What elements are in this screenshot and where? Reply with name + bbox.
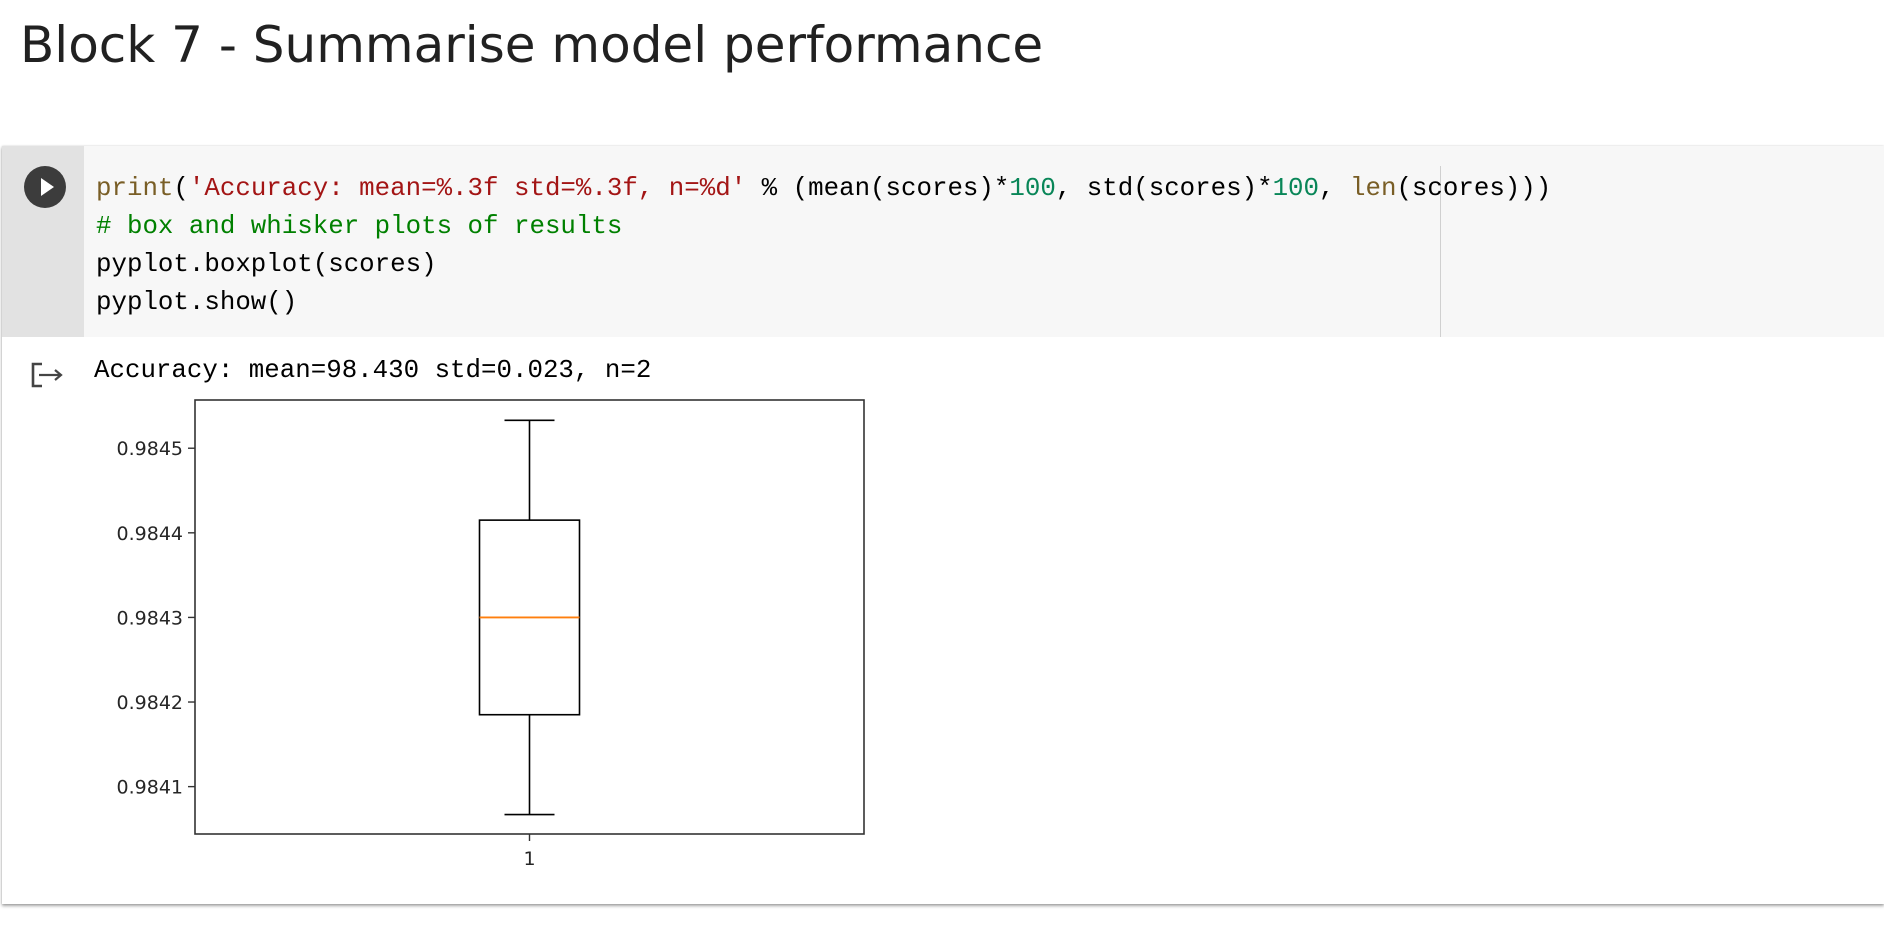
x-tick-label: 1 [523,848,535,870]
boxplot-chart: 0.9841 0.9842 0.9843 0.9844 0.9845 1 [117,399,865,870]
y-tick-label: 0.9844 [117,523,183,545]
code-token: , [1319,174,1350,203]
run-cell-button[interactable] [24,166,66,208]
code-line[interactable]: pyplot.boxplot(scores) [96,246,1551,284]
code-editor[interactable]: print('Accuracy: mean=%.3f std=%.3f, n=%… [84,146,1884,337]
code-text[interactable]: print('Accuracy: mean=%.3f std=%.3f, n=%… [96,170,1551,322]
cell-gutter [2,146,84,337]
code-token: len [1349,174,1397,203]
code-token: (scores))) [1396,174,1552,203]
code-token: 100 [1272,174,1320,203]
y-tick-label: 0.9841 [117,777,183,799]
code-line[interactable]: # box and whisker plots of results [96,208,1551,246]
y-tick-label: 0.9845 [117,438,183,460]
cell-stdout: Accuracy: mean=98.430 std=0.023, n=2 [94,356,652,385]
code-token: print [96,174,174,203]
code-token: , std(scores)* [1055,174,1273,203]
code-token: pyplot.show() [96,288,298,317]
y-tick-label: 0.9843 [117,607,183,629]
column-ruler [1440,166,1441,337]
code-token: # box and whisker plots of results [96,212,623,241]
code-token: 'Accuracy: mean=%.3f std=%.3f, n=%d' [188,174,747,203]
play-icon [41,178,54,196]
code-cell[interactable]: print('Accuracy: mean=%.3f std=%.3f, n=%… [2,146,1884,904]
code-token: 100 [1009,174,1056,203]
code-line[interactable]: pyplot.show() [96,284,1551,322]
code-token: % (mean(scores)* [746,174,1010,203]
output-arrow-icon[interactable] [30,360,70,390]
code-token: ( [173,174,189,203]
code-line[interactable]: print('Accuracy: mean=%.3f std=%.3f, n=%… [96,170,1551,208]
section-heading: Block 7 - Summarise model performance [20,16,1044,74]
code-token: pyplot.boxplot(scores) [96,250,437,279]
y-tick-label: 0.9842 [117,692,183,714]
